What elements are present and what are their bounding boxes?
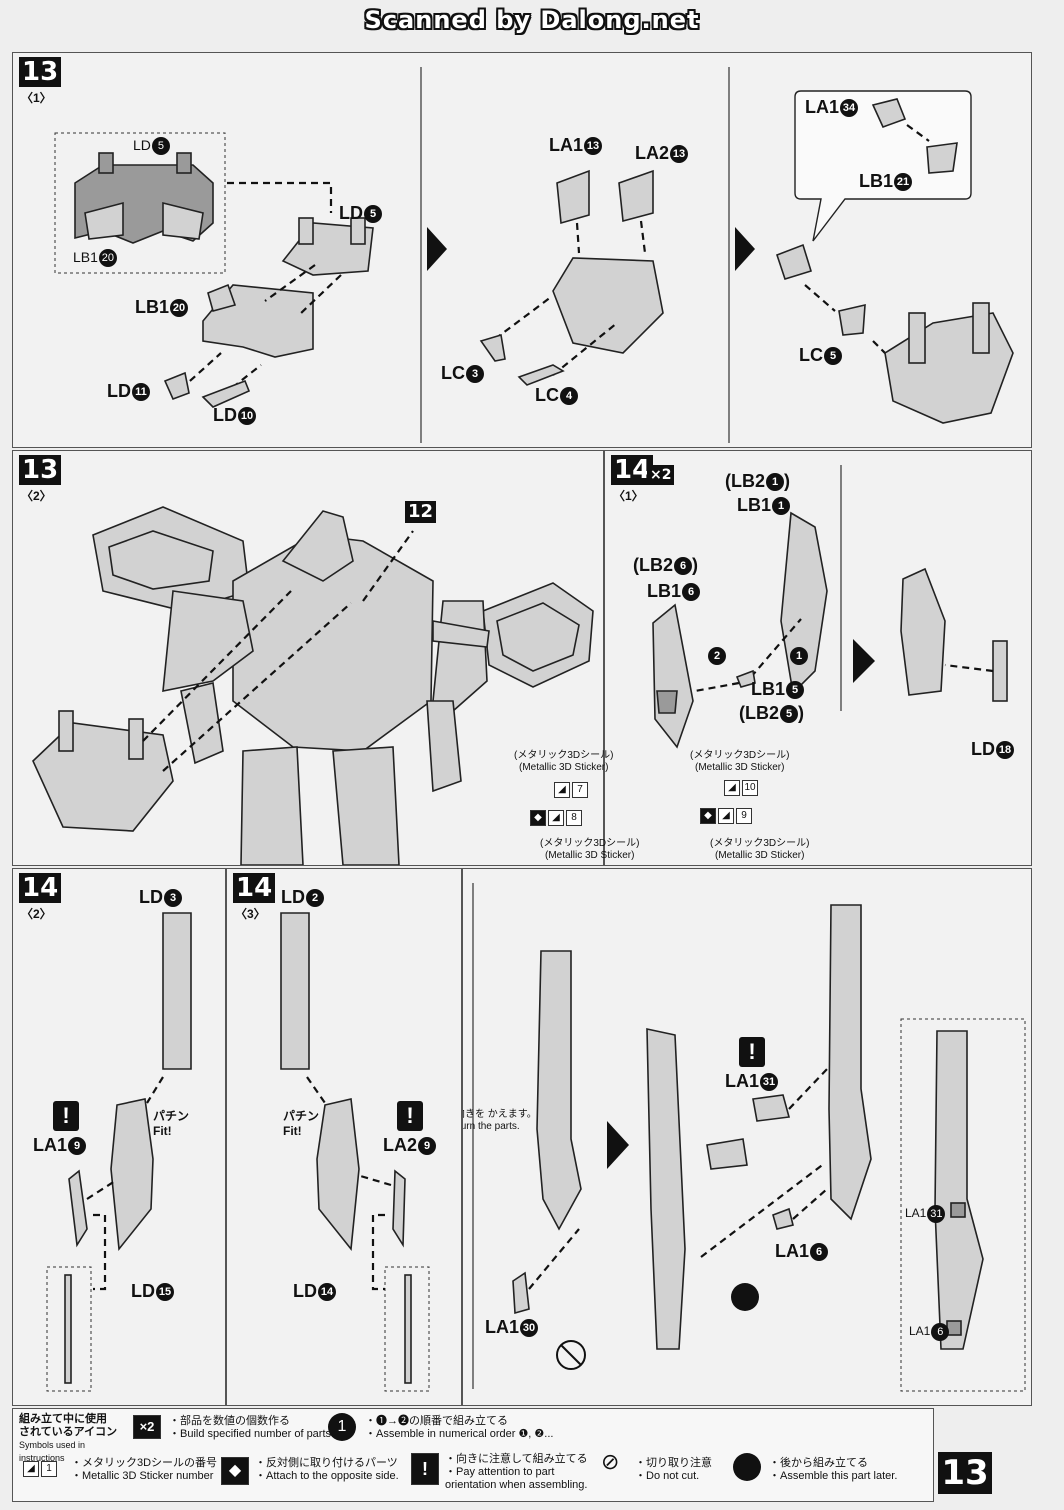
- substep-label: 〈2〉: [21, 907, 52, 921]
- caution-icon: !: [53, 1101, 79, 1131]
- sticker-note-a: (メタリック3Dシール)(Metallic 3D Sticker): [514, 750, 614, 773]
- sticker-note-c: (メタリック3Dシール)(Metallic 3D Sticker): [690, 750, 790, 773]
- legend-x2-text: ・部品を数値の個数作る・Build specified number of pa…: [169, 1415, 335, 1440]
- step-13-1-panel: 13 〈1〉: [12, 52, 1032, 448]
- sticker-note-d: (メタリック3Dシール)(Metallic 3D Sticker): [710, 838, 810, 861]
- step-number: 14: [19, 873, 62, 903]
- order-badge-2: 2: [707, 645, 726, 666]
- legend-sticker-icon: ◢1: [21, 1461, 57, 1477]
- legend-later-text: ・後から組み立てる・Assemble this part later.: [769, 1457, 898, 1482]
- substep-label: 〈1〉: [613, 489, 644, 503]
- step-number: 14: [611, 455, 654, 485]
- legend-order-icon: 1: [327, 1413, 356, 1441]
- substep-label: 〈1〉: [21, 91, 52, 105]
- order-badge-1: 1: [789, 645, 808, 666]
- legend-x2: ×2: [131, 1415, 161, 1439]
- sticker-number-9: ◆◢9: [698, 808, 752, 824]
- step-number: 13: [19, 57, 62, 87]
- legend-orientation-text: ・向きに注意して組み立てる・Pay attention to part orie…: [445, 1453, 588, 1491]
- turn-parts-note: 向きを かえます。Turn the parts.: [462, 1109, 537, 1132]
- scanner-watermark: Scanned by Dalong.net: [364, 6, 700, 34]
- times-two-badge: ×2: [647, 465, 675, 485]
- sticker-number-8: ◆◢8: [528, 810, 582, 826]
- substep-label: 〈2〉: [21, 489, 52, 503]
- step-14-1-drawing: [652, 465, 1008, 749]
- step-14-4-drawing: [472, 883, 1026, 1392]
- legend-later-icon: [733, 1453, 761, 1485]
- legend-opposite-icon: ◆: [219, 1457, 249, 1485]
- step-number: 14: [233, 873, 276, 903]
- sticker-number-10: ◢10: [722, 780, 758, 796]
- legend-cut-icon: ⊘: [601, 1449, 620, 1474]
- step-13-2-drawing: [32, 506, 594, 865]
- legend-orientation-icon: !: [409, 1453, 439, 1485]
- step-number: 13: [19, 455, 62, 485]
- page-number: 13: [938, 1452, 992, 1494]
- step-14-3-drawing: [280, 912, 430, 1392]
- legend-order-text: ・❶→❷の順番で組み立てる・Assemble in numerical orde…: [365, 1415, 554, 1440]
- legend-sticker-text: ・メタリック3Dシールの番号・Metallic 3D Sticker numbe…: [71, 1457, 218, 1482]
- sticker-number-7: ◢7: [552, 782, 588, 798]
- step-13-2-panel: 13 〈2〉 12: [12, 450, 604, 866]
- sticker-note-b: (メタリック3Dシール)(Metallic 3D Sticker): [540, 838, 640, 861]
- legend-cut-text: ・切り取り注意・Do not cut.: [635, 1457, 712, 1482]
- caution-icon: !: [739, 1037, 765, 1067]
- step-14-2-drawing: [46, 912, 192, 1392]
- legend-opposite-text: ・反対側に取り付けるパーツ・Attach to the opposite sid…: [255, 1457, 399, 1482]
- caution-icon: !: [397, 1101, 423, 1131]
- substep-label: 〈3〉: [235, 907, 266, 921]
- reference-step-number: 12: [405, 501, 437, 523]
- step-13-1-drawing: [54, 67, 1014, 443]
